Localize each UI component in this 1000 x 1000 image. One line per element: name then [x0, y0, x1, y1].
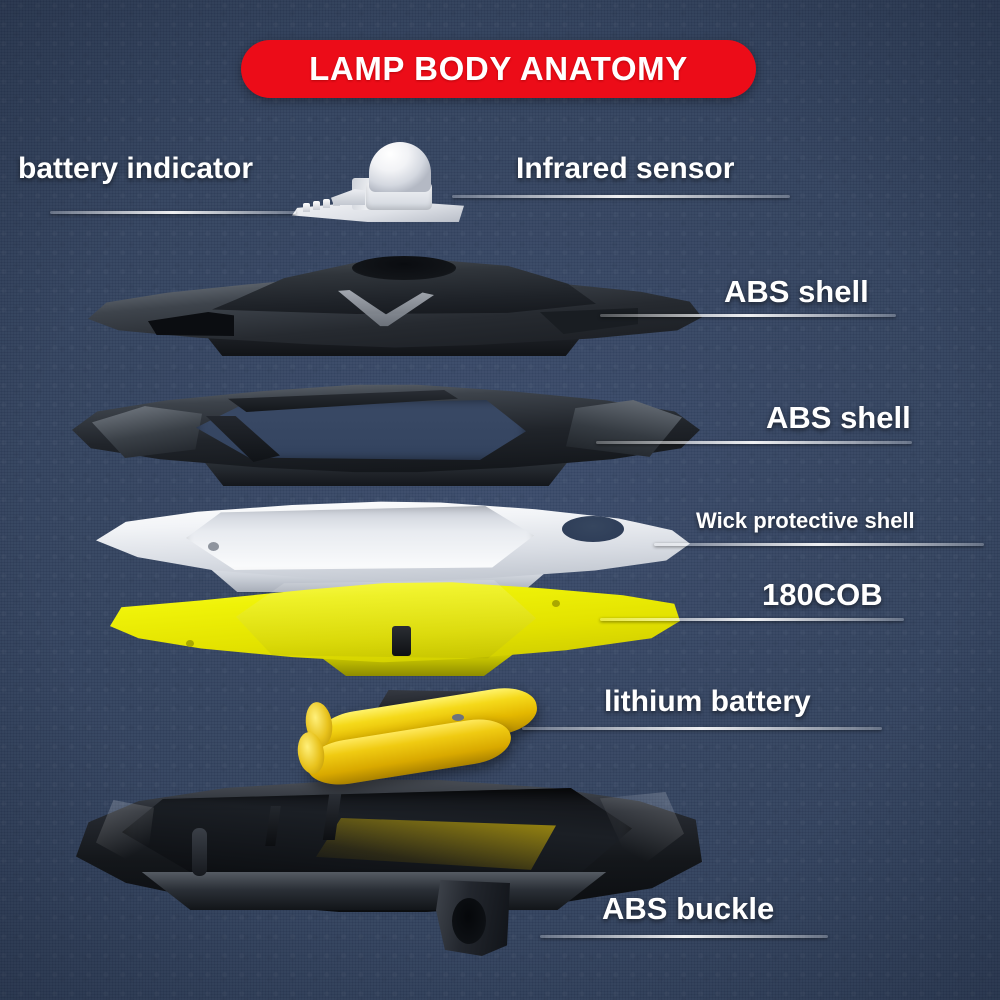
battery-indicator-led-2	[313, 201, 320, 210]
page-title: LAMP BODY ANATOMY	[309, 50, 688, 87]
battery-indicator-led-1	[303, 203, 310, 212]
leader-line-wick-protective-shell	[654, 543, 984, 546]
infrared-sensor-dome	[369, 142, 431, 192]
callout-label-abs-shell-second: ABS shell	[766, 400, 911, 435]
abs-buckle-hole	[452, 898, 486, 944]
leader-line-abs-shell-second	[596, 441, 912, 444]
cob-panel-center-seam	[236, 580, 536, 659]
cob-panel-hole-right	[552, 600, 560, 607]
callout-label-cob-module: 180COB	[762, 577, 883, 612]
leader-line-battery-indicator	[50, 211, 296, 214]
sensor-side-ridge	[331, 189, 365, 205]
wick-shell-right-hole	[562, 516, 624, 542]
callout-label-battery-indicator: battery indicator	[18, 152, 254, 185]
callout-label-abs-shell-top: ABS shell	[724, 274, 869, 309]
page-title-banner: LAMP BODY ANATOMY	[241, 40, 756, 98]
leader-line-infrared-sensor	[452, 195, 790, 198]
battery-bracket-screw	[452, 714, 464, 721]
leader-line-abs-shell-top	[600, 314, 896, 317]
wick-shell-screw-boss	[208, 542, 219, 551]
callout-label-wick-protective-shell: Wick protective shell	[696, 508, 915, 533]
leader-line-abs-buckle	[540, 935, 828, 938]
battery-indicator-led-3	[323, 199, 330, 208]
cob-panel-hole-left	[186, 640, 194, 647]
wick-shell-cavity	[186, 506, 534, 570]
callout-label-abs-buckle: ABS buckle	[602, 891, 775, 926]
cob-panel-center-post	[392, 626, 411, 656]
callout-label-infrared-sensor: Infrared sensor	[516, 152, 735, 185]
leader-line-lithium-battery	[522, 727, 882, 730]
abs-base-screw-post	[192, 828, 207, 876]
leader-line-cob-module	[600, 618, 904, 621]
abs-base-front-edge	[141, 872, 607, 910]
callout-label-lithium-battery: lithium battery	[604, 685, 811, 718]
abs-shell-top-sensor-hole	[352, 256, 456, 280]
